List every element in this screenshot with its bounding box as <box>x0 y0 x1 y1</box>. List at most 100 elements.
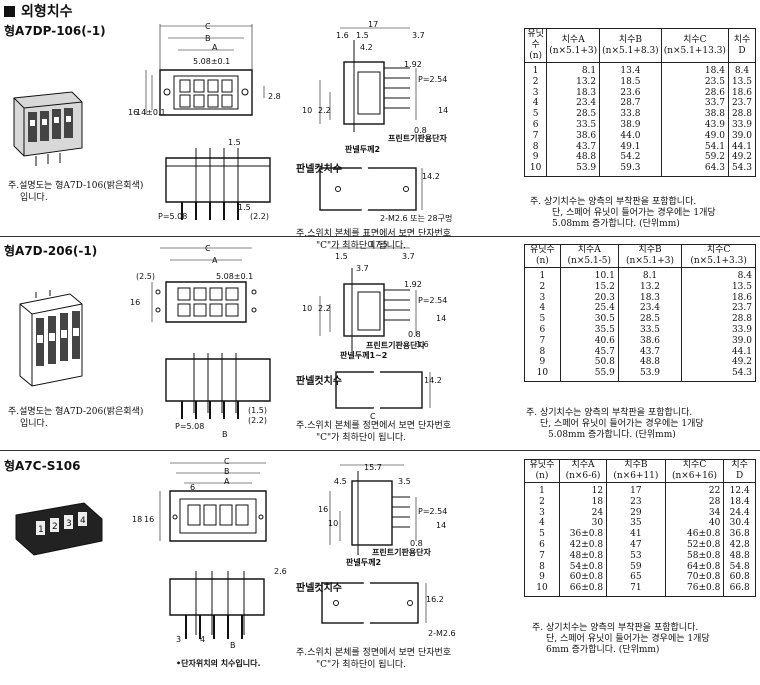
table-cell: 40 <box>664 518 725 530</box>
table-cell: 20.3 <box>559 292 619 304</box>
table-note: 주. 상기치수는 양측의 부착판을 포함합니다. 단, 스페어 유닛이 들어가는… <box>526 408 704 440</box>
dim-b: B <box>222 430 228 439</box>
table-cell: 36.8 <box>723 529 756 540</box>
left-note: 주.설명도는 형A7D-106(밝은회색)입니다. <box>8 181 144 203</box>
table-cell: 4 <box>524 518 560 530</box>
table-cell: 48±0.8 <box>558 550 608 562</box>
table-cell: 35.5 <box>559 324 619 336</box>
dim-6: 6 <box>190 483 196 492</box>
table-cell: 48.8 <box>723 550 756 562</box>
dim-b: B <box>224 467 230 476</box>
table-cell: 9 <box>524 357 561 369</box>
table-cell: 23.6 <box>599 87 662 99</box>
table-cell: 18.4 <box>660 62 729 77</box>
table-cell: 55.9 <box>559 368 619 382</box>
mid-note: 주.스위치 본체를 정면에서 보면 단자번호"C"가 최하단이 됩니다. <box>296 648 452 670</box>
table-cell: 8 <box>524 561 560 573</box>
label-screw: 2-M2.6 <box>428 629 456 638</box>
table-cell: 7 <box>523 130 548 142</box>
table-cell: 39.0 <box>681 335 756 347</box>
table-cell: 23.5 <box>660 76 729 88</box>
dim-16: 16 <box>130 298 141 307</box>
dim-16: 16 <box>144 515 155 524</box>
dimension-table: 유닛수(n) 치수A(n×5.1-5) 치수B(n×5.1+3) 치수C(n×5… <box>524 244 756 382</box>
table-cell: 54.3 <box>727 163 757 177</box>
table-cell: 1 <box>524 267 561 282</box>
table-cell: 23 <box>606 496 666 508</box>
page-header: 외형치수 <box>4 2 73 20</box>
table-cell: 13.4 <box>599 62 662 77</box>
dim-4-2: 4.2 <box>360 43 373 52</box>
table-cell: 6 <box>523 119 548 131</box>
dim-p-5-08: P=5.08 <box>175 422 205 431</box>
dim-3-7: 3.7 <box>412 31 425 40</box>
dim-1-5-bottom-b: 1.5 <box>238 203 251 212</box>
dim-16: 16 <box>128 108 139 117</box>
dim-10: 10 <box>328 519 339 528</box>
table-cell: 33.9 <box>727 119 757 131</box>
bottom-view-drawing <box>169 571 265 639</box>
dim-4-5: 4.5 <box>334 477 347 486</box>
mid-note: 주.스위치 본체를 정면에서 보면 단자번호"C"가 최하단이 됩니다. <box>296 421 452 443</box>
table-cell: 10 <box>523 163 548 177</box>
dim-10: 10 <box>302 304 313 313</box>
table-cell: 38.8 <box>660 109 729 120</box>
table-cell: 13.2 <box>617 281 683 293</box>
dim-c: C <box>224 457 230 466</box>
table-cell: 28 <box>664 496 725 508</box>
table-cell: 64.3 <box>660 163 729 177</box>
table-cell: 39.0 <box>727 130 757 142</box>
table-cell: 5 <box>524 314 561 325</box>
dim-17: 17 <box>368 20 379 29</box>
table-cell: 4 <box>524 303 561 315</box>
table-cell: 28.8 <box>727 109 757 120</box>
table-cell: 54±0.8 <box>558 561 608 573</box>
dim-15-7: 15.7 <box>364 463 382 472</box>
table-cell: 17 <box>606 482 666 497</box>
table-cell: 28.5 <box>546 109 601 120</box>
table-cell: 43.7 <box>617 346 683 358</box>
table-cell: 23.7 <box>727 98 757 110</box>
table-cell: 2 <box>524 281 561 293</box>
section-a7dp-106: 형A7DP-106(-1) 주.설명도는 형A7D-106(밝은회색)입니다. … <box>0 20 760 251</box>
table-cell: 64±0.8 <box>664 561 725 573</box>
table-cell: 54.1 <box>660 141 729 153</box>
table-cell: 49.2 <box>681 357 756 369</box>
dim-3-5: 3.5 <box>398 477 411 486</box>
table-cell: 18.3 <box>617 292 683 304</box>
table-cell: 54.8 <box>723 561 756 573</box>
table-cell: 38.6 <box>546 130 601 142</box>
table-cell: 33.5 <box>546 119 601 131</box>
dim-pitch: 5.08±0.1 <box>216 272 254 281</box>
table-cell: 8 <box>523 141 548 153</box>
table-cell: 28.5 <box>617 314 683 325</box>
table-cell: 49.1 <box>599 141 662 153</box>
dim-1-92: 1.92 <box>404 60 422 69</box>
table-cell: 60.8 <box>723 572 756 584</box>
dim-c: C <box>205 244 211 253</box>
section-divider <box>0 236 760 237</box>
model-title: 형A7C-S106 <box>4 459 81 473</box>
dim-17-5: 17.5 <box>370 240 388 249</box>
table-cell: 25.4 <box>559 303 619 315</box>
product-photo-a7d-206 <box>19 290 83 387</box>
table-cell: 13.5 <box>681 281 756 293</box>
model-title: 형A7DP-106(-1) <box>4 24 106 38</box>
table-cell: 13.2 <box>546 76 601 88</box>
table-cell: 10.1 <box>559 267 619 282</box>
table-cell: 33.9 <box>681 324 756 336</box>
label-panel-thickness: 판넬두께1~2 <box>340 351 388 360</box>
table-cell: 66±0.8 <box>558 583 608 597</box>
dim-1-92: 1.92 <box>404 280 422 289</box>
table-cell: 70±0.8 <box>664 572 725 584</box>
table-cell: 44.1 <box>681 346 756 358</box>
table-cell: 7 <box>524 550 560 562</box>
dimension-table: 유닛수(n) 치수A(n×5.1+3) 치수B(n×5.1+8.3) 치수C(n… <box>523 28 757 177</box>
label-pcb-terminal: 프린트기판용단자 <box>366 341 425 350</box>
